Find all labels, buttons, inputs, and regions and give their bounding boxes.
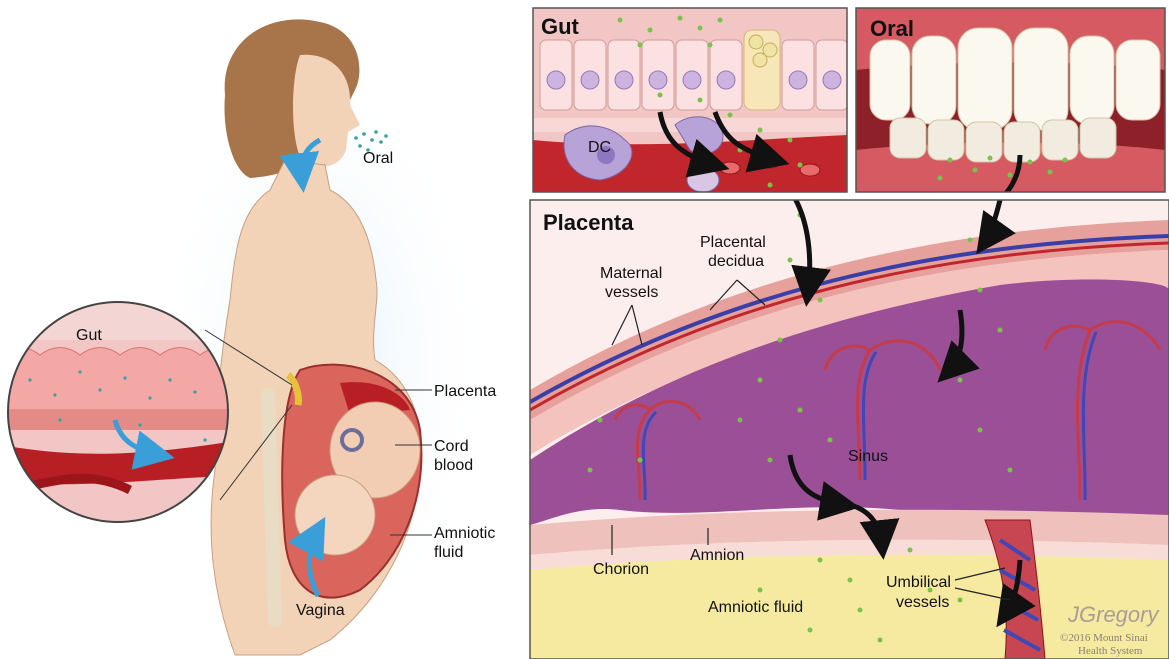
placenta-panel-title: Placenta [543,210,634,235]
sinus-label: Sinus [848,448,888,465]
amniotic-fluid-label-line2: fluid [434,544,463,561]
copyright-line2: Health System [1078,645,1143,657]
placenta-label: Placenta [434,383,496,400]
copyright-line1: ©2016 Mount Sinai [1060,632,1148,644]
placental-decidua-label-line1: Placental [700,234,766,251]
chorion-label: Chorion [593,561,649,578]
gut-label: Gut [76,327,102,344]
maternal-vessels-label-line2: vessels [605,284,658,301]
vagina-label: Vagina [296,602,345,619]
pregnant-woman-illustration: Oral Gut Placenta Cord blood Amniotic fl… [0,19,496,659]
amnion-label: Amnion [690,547,744,564]
oral-panel-title: Oral [870,16,914,41]
placental-decidua-label-line2: decidua [708,253,764,270]
fetus-head [295,475,375,555]
umbilical-vessels-label-line1: Umbilical [886,574,951,591]
epithelial-cells [540,30,848,110]
gut-panel: Gut DC [533,8,848,192]
gut-panel-title: Gut [541,14,580,39]
dc-label: DC [588,139,611,156]
maternal-vessels-label-line1: Maternal [600,265,662,282]
cord-blood-label-line1: Cord [434,438,469,455]
umbilical-vessels-label-line2: vessels [896,594,949,611]
amniotic-fluid-label: Amniotic fluid [708,599,803,616]
oral-label: Oral [363,150,393,167]
oral-panel: Oral [856,8,1165,200]
placenta-panel: Placenta Placental decidua Maternal vess… [530,190,1169,659]
amniotic-fluid-label-line1: Amniotic [434,525,495,542]
artist-signature: JGregory [1067,602,1160,627]
cord-blood-label-line2: blood [434,457,473,474]
immune-cell [687,168,719,192]
